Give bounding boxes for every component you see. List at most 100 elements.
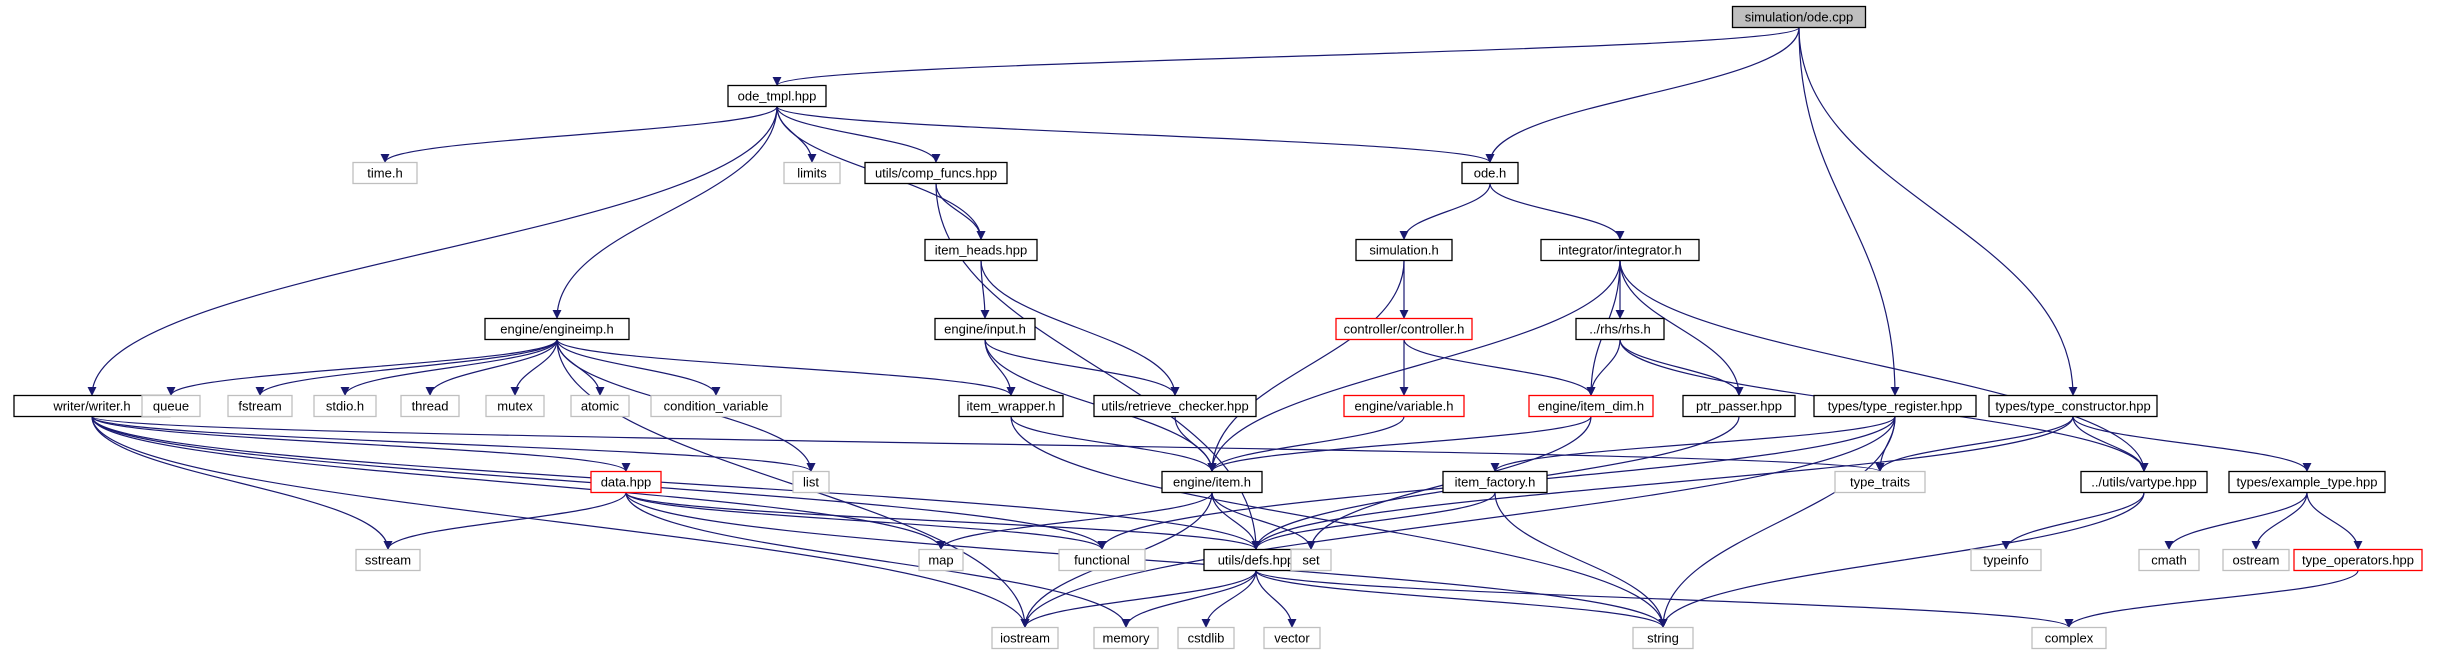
node-label: cmath bbox=[2151, 552, 2186, 567]
edge-item-factory-to-string bbox=[1494, 492, 1668, 628]
node-utils-defs-hpp[interactable]: utils/defs.hpp bbox=[1203, 548, 1309, 572]
node-engine-item-h[interactable]: engine/item.h bbox=[1161, 470, 1263, 494]
node-label: string bbox=[1647, 630, 1679, 645]
node-box bbox=[1632, 626, 1694, 650]
edge-retrieve-to-engine-item bbox=[1174, 416, 1217, 472]
node-box bbox=[1442, 470, 1548, 494]
node-box bbox=[2293, 548, 2423, 572]
node-types-example-type-hpp[interactable]: types/example_type.hpp bbox=[2228, 470, 2386, 494]
node-box bbox=[934, 317, 1036, 341]
edges-layer bbox=[87, 26, 2363, 629]
edge-ode-tmpl-to-engineimp bbox=[552, 106, 778, 319]
node-box bbox=[141, 394, 201, 418]
edge-type-constructor-to-vartype bbox=[2072, 416, 2149, 472]
edge-ode-cpp-to-type-constructor bbox=[1798, 27, 2078, 396]
node-box bbox=[1093, 626, 1159, 650]
node-item-factory-h[interactable]: item_factory.h bbox=[1442, 470, 1548, 494]
edge-writer-to-list bbox=[91, 415, 816, 473]
node-box bbox=[2228, 470, 2386, 494]
edge-type-register-to-string bbox=[1658, 416, 1896, 628]
node-label: ostream bbox=[2233, 552, 2280, 567]
node-box bbox=[924, 238, 1038, 262]
node-label: item_wrapper.h bbox=[967, 398, 1056, 413]
node-utils-vartype-hpp[interactable]: ../utils/vartype.hpp bbox=[2080, 470, 2208, 494]
edge-engine-input-to-retrieve bbox=[984, 339, 1180, 396]
edge-ode-tmpl-to-writer bbox=[87, 106, 778, 396]
node-label: controller/controller.h bbox=[1344, 321, 1465, 336]
edge-engineimp-to-mutex bbox=[510, 339, 558, 396]
edge-ode-h-to-simulation-h bbox=[1399, 183, 1491, 240]
node-vector: vector bbox=[1263, 626, 1321, 650]
node-simulation-ode-cpp[interactable]: simulation/ode.cpp bbox=[1731, 5, 1867, 29]
node-label: ptr_passer.hpp bbox=[1696, 398, 1782, 413]
node-box bbox=[352, 161, 418, 185]
edge-comp-funcs-to-item-heads bbox=[935, 183, 986, 240]
node-box bbox=[2222, 548, 2290, 572]
node-label: list bbox=[803, 474, 819, 489]
node-box bbox=[918, 548, 964, 572]
node-label: mutex bbox=[497, 398, 533, 413]
node-controller-controller-h[interactable]: controller/controller.h bbox=[1335, 317, 1473, 341]
node-ode-h[interactable]: ode.h bbox=[1461, 161, 1519, 185]
node-ode-tmpl-hpp[interactable]: ode_tmpl.hpp bbox=[727, 84, 827, 108]
node-rhs-rhs-h[interactable]: ../rhs/rhs.h bbox=[1575, 317, 1665, 341]
node-item-heads-hpp[interactable]: item_heads.hpp bbox=[924, 238, 1038, 262]
edge-rhs-to-ptr-passer bbox=[1619, 339, 1744, 396]
node-label: utils/retrieve_checker.hpp bbox=[1101, 398, 1248, 413]
node-box bbox=[313, 394, 377, 418]
edge-item-factory-to-defs bbox=[1251, 492, 1496, 550]
node-label: type_operators.hpp bbox=[2302, 552, 2414, 567]
node-label: queue bbox=[153, 398, 189, 413]
node-engine-item-dim-h[interactable]: engine/item_dim.h bbox=[1528, 394, 1654, 418]
node-box bbox=[1682, 394, 1796, 418]
node-cstdlib: cstdlib bbox=[1177, 626, 1235, 650]
node-simulation-h[interactable]: simulation.h bbox=[1355, 238, 1453, 262]
node-label: utils/comp_funcs.hpp bbox=[875, 165, 997, 180]
node-types-type-constructor-hpp[interactable]: types/type_constructor.hpp bbox=[1988, 394, 2158, 418]
node-engine-input-h[interactable]: engine/input.h bbox=[934, 317, 1036, 341]
node-writer-writer-h[interactable]: writer/writer.h bbox=[13, 394, 171, 418]
node-engine-engineimp-h[interactable]: engine/engineimp.h bbox=[484, 317, 630, 341]
edge-data-hpp-to-defs bbox=[625, 491, 1261, 551]
node-label: time.h bbox=[367, 165, 402, 180]
node-label: utils/defs.hpp bbox=[1218, 552, 1295, 567]
node-data-hpp[interactable]: data.hpp bbox=[590, 470, 662, 494]
node-label: vector bbox=[1274, 630, 1310, 645]
node-box bbox=[1461, 161, 1519, 185]
edge-engineimp-to-item-wrapper bbox=[556, 338, 1016, 397]
node-label: item_factory.h bbox=[1455, 474, 1536, 489]
edge-writer-to-sstream bbox=[91, 416, 393, 550]
node-ptr-passer-hpp[interactable]: ptr_passer.hpp bbox=[1682, 394, 1796, 418]
node-label: atomic bbox=[581, 398, 620, 413]
node-type-operators-hpp[interactable]: type_operators.hpp bbox=[2293, 548, 2423, 572]
node-item-wrapper-h[interactable]: item_wrapper.h bbox=[958, 394, 1064, 418]
node-label: engine/input.h bbox=[944, 321, 1026, 336]
node-box bbox=[1263, 626, 1321, 650]
node-label: ode_tmpl.hpp bbox=[738, 88, 817, 103]
node-functional: functional bbox=[1058, 548, 1146, 572]
edge-ode-tmpl-to-time-h bbox=[380, 106, 778, 163]
node-ostream: ostream bbox=[2222, 548, 2290, 572]
node-label: engine/item.h bbox=[1173, 474, 1251, 489]
edge-example-type-to-cmath bbox=[2164, 492, 2308, 550]
edge-data-hpp-to-functional bbox=[625, 491, 1107, 551]
node-box bbox=[1161, 470, 1263, 494]
node-box bbox=[570, 394, 630, 418]
node-types-type-register-hpp[interactable]: types/type_register.hpp bbox=[1813, 394, 1977, 418]
edge-type-operators-to-complex bbox=[2064, 570, 2359, 628]
node-engine-variable-h[interactable]: engine/variable.h bbox=[1343, 394, 1465, 418]
node-box bbox=[650, 394, 782, 418]
node-integrator-integrator-h[interactable]: integrator/integrator.h bbox=[1540, 238, 1700, 262]
node-box bbox=[1834, 470, 1926, 494]
node-utils-retrieve-checker-hpp[interactable]: utils/retrieve_checker.hpp bbox=[1093, 394, 1257, 418]
node-type-traits: type_traits bbox=[1834, 470, 1926, 494]
node-box bbox=[2080, 470, 2208, 494]
node-string: string bbox=[1632, 626, 1694, 650]
edge-vartype-to-string bbox=[1658, 492, 2145, 628]
edge-item-dim-to-engine-item bbox=[1207, 416, 1592, 472]
node-utils-comp-funcs-hpp[interactable]: utils/comp_funcs.hpp bbox=[864, 161, 1008, 185]
node-label: fstream bbox=[238, 398, 281, 413]
node-box bbox=[1335, 317, 1473, 341]
edge-integrator-to-engine-item bbox=[1207, 260, 1621, 472]
edge-type-constructor-to-example-type bbox=[2072, 416, 2312, 472]
